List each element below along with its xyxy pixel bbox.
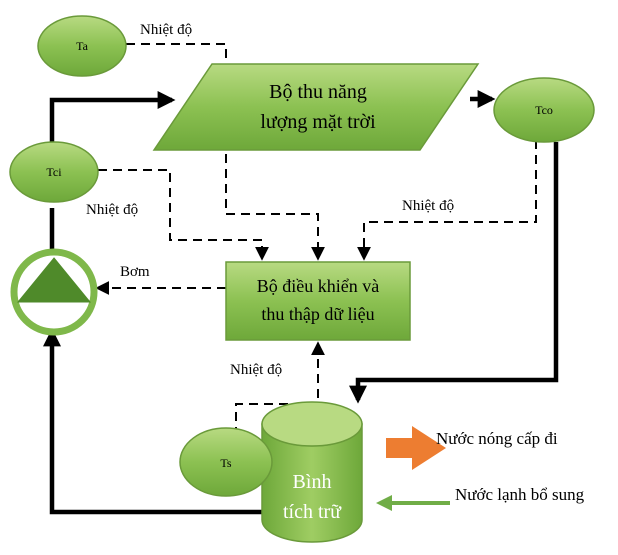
label-cold-water-in: Nước lạnh bổ sung [455,485,585,504]
node-ta: Ta [37,15,127,77]
node-tci: Tci [9,141,99,203]
hot-water-arrow-icon [386,426,446,470]
node-tco: Tco [493,77,595,143]
collector-line2: lượng mặt trời [260,111,376,133]
tco-label: Tco [535,103,553,117]
flow-tco-to-tank [349,142,559,404]
label-temp-ta: Nhiệt độ [140,22,192,38]
label-hot-water-out: Nước nóng cấp đi [436,429,558,448]
cold-water-arrow-icon [376,495,450,511]
node-ts: Ts [179,427,273,497]
label-temp-tco: Nhiệt độ [402,198,454,214]
tank-line2: tích trữ [283,501,342,523]
signal-tci [98,169,269,261]
collector-line1: Bộ thu năng [269,81,367,103]
tank-line1: Bình [293,471,332,493]
storage-tank: Bình tích trữ [261,401,363,543]
signal-ta [126,43,325,261]
flow-tank-to-pump [43,328,262,515]
controller-line1: Bộ điều khiển và [257,276,379,296]
label-temp-ts: Nhiệt độ [230,362,282,378]
ta-label: Ta [76,39,88,53]
ts-label: Ts [220,456,231,470]
signal-ts [235,341,325,436]
label-temp-tci: Nhiệt độ [86,202,138,218]
signal-tco [357,140,537,261]
controller-box: Bộ điều khiển và thu thập dữ liệu [225,261,411,341]
controller-line2: thu thập dữ liệu [261,304,374,324]
label-pump: Bơm [120,264,150,280]
pump-icon [10,248,98,336]
flow-tci-to-collector [49,91,176,146]
tci-label: Tci [46,165,62,179]
solar-collector: Bộ thu năng lượng mặt trời [152,63,480,151]
